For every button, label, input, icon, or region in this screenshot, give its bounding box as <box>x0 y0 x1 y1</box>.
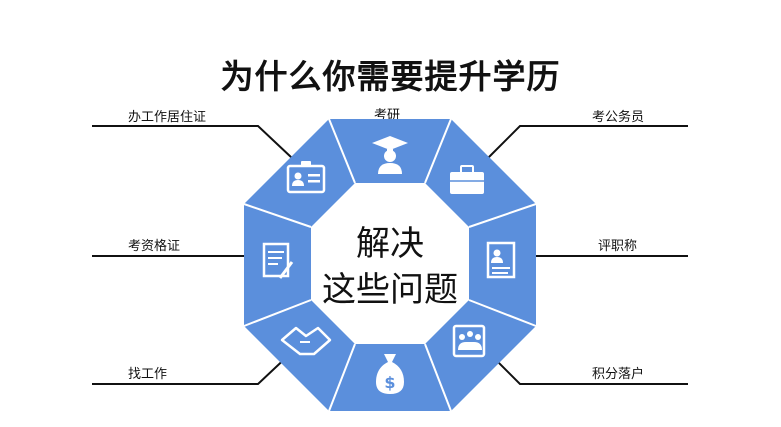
connector-civil-service <box>487 125 688 159</box>
label-office-residence: 办工作居住证 <box>128 110 207 125</box>
label-professional-title: 评职称 <box>598 239 638 254</box>
connector-points-settlement <box>487 351 688 385</box>
label-qualification: 考资格证 <box>128 239 181 254</box>
document-pen-icon <box>262 242 294 279</box>
profile-document-icon <box>486 241 516 279</box>
connector-find-job <box>92 351 293 385</box>
page-title: 为什么你需要提升学历 <box>220 57 561 96</box>
center-text-line2: 这些问题 <box>322 270 458 310</box>
id-card-icon <box>286 161 326 194</box>
label-points-settlement: 积分落户 <box>592 367 645 382</box>
svg-text:$: $ <box>384 373 395 392</box>
connector-office-residence <box>92 125 293 159</box>
segment-dividers <box>243 118 537 412</box>
center-text-line1: 解决 <box>356 224 424 264</box>
people-group-icon <box>452 324 486 358</box>
handshake-icon <box>280 326 332 356</box>
label-civil-service: 考公务员 <box>592 110 645 125</box>
label-find-job: 找工作 <box>128 367 168 382</box>
graduate-icon <box>372 136 408 174</box>
briefcase-icon <box>450 165 484 194</box>
money-bag-icon: $ <box>376 354 404 394</box>
